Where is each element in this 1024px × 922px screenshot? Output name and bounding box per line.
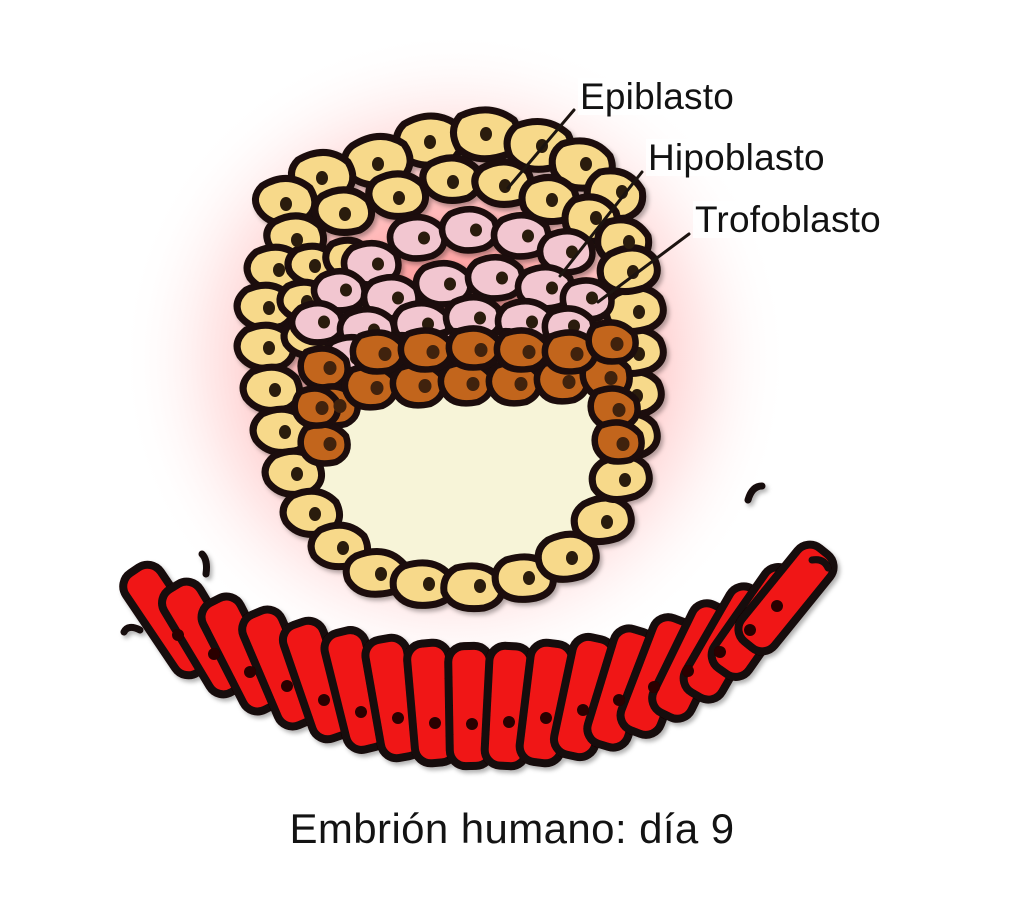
- label-hipoblasto: Hipoblasto: [646, 137, 827, 178]
- blastocyst: [233, 106, 667, 613]
- endometrio-layer: [119, 482, 838, 771]
- leader-line-hipoblasto: [558, 170, 644, 278]
- leader-line-epiblasto: [506, 108, 576, 190]
- figure-caption: Embrión humano: día 9: [289, 805, 735, 852]
- leader-line-trofoblasto: [596, 232, 691, 304]
- endometrio-nuclei: [172, 600, 783, 730]
- label-trofoblasto: Trofoblasto: [693, 199, 883, 240]
- hipoblasto-nuclei: [315, 337, 630, 451]
- leader-lines: [506, 108, 691, 304]
- endometrio-end-hooks: [120, 482, 832, 636]
- label-epiblasto: Epiblasto: [578, 76, 737, 117]
